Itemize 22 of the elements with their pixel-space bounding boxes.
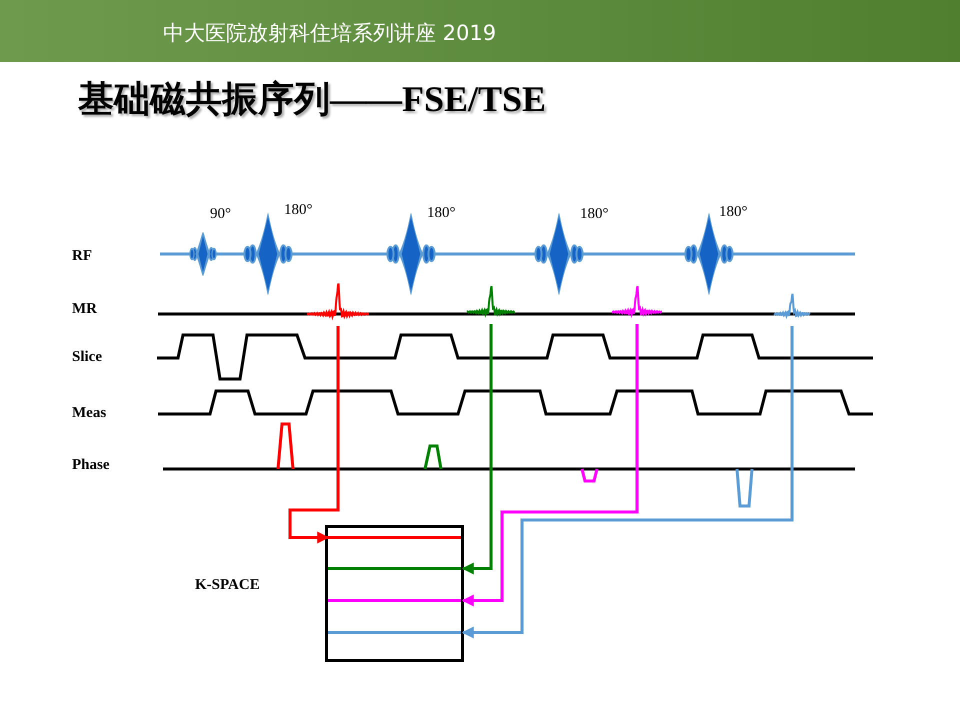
arrow: [462, 326, 794, 638]
k-space-line: [328, 567, 461, 570]
arrow: [462, 324, 638, 606]
arrow: [288, 326, 340, 544]
row-label: Slice: [72, 350, 102, 365]
k-space-line: [328, 536, 461, 539]
k-space-line: [328, 599, 461, 602]
arrow: [462, 324, 492, 574]
header-text: 中大医院放射科住培系列讲座 2019: [163, 22, 496, 46]
flip-angle-label: 180°: [580, 207, 608, 222]
flip-angle-label: 180°: [284, 203, 312, 218]
flip-angle-label: 180°: [427, 206, 456, 221]
flip-angle-label: 180°: [719, 205, 748, 220]
row-label: Phase: [72, 458, 110, 473]
k-space-box: [325, 525, 464, 662]
k-space-line: [328, 631, 461, 634]
flip-angle-label: 90°: [210, 207, 231, 222]
slide-title: 基础磁共振序列——FSE/TSE: [78, 80, 546, 120]
row-label: RF: [72, 249, 92, 264]
row-label: Meas: [72, 406, 106, 421]
row-label: MR: [72, 302, 97, 317]
k-space-label: K-SPACE: [195, 578, 260, 593]
